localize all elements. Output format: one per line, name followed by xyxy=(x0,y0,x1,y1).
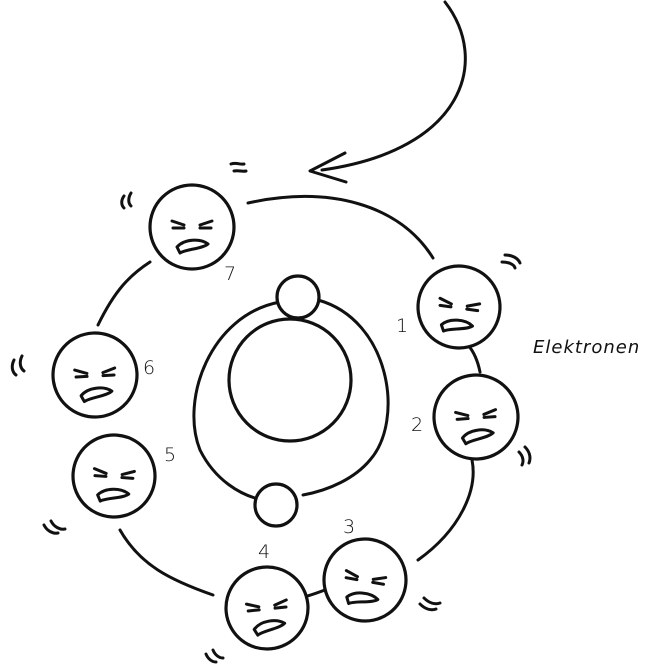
inner-electron-top xyxy=(275,274,321,320)
electron-face-outline xyxy=(432,373,520,461)
grimace-mouth xyxy=(460,428,495,446)
electron-number-7: 7 xyxy=(224,263,236,285)
inner-electron-bottom xyxy=(253,482,299,528)
grimace-mouth xyxy=(175,238,210,255)
electron-number-2: 2 xyxy=(411,414,423,436)
angry-eyes xyxy=(170,219,214,230)
electron-number-6: 6 xyxy=(143,357,155,379)
electron-face-outline xyxy=(51,331,139,419)
electron-face-1 xyxy=(416,264,502,350)
grimace-mouth xyxy=(345,591,380,606)
angry-eyes xyxy=(438,296,482,313)
electron-face-outline xyxy=(322,537,408,623)
electrons-label: Elektronen xyxy=(533,337,640,358)
electron-face-outline xyxy=(71,433,157,519)
arrow xyxy=(308,0,467,184)
nucleus xyxy=(227,317,353,443)
angry-eyes xyxy=(344,569,388,586)
angry-eyes xyxy=(244,598,288,613)
electron-face-outline xyxy=(148,183,236,271)
electron-face-3 xyxy=(322,537,408,623)
electron-number-3: 3 xyxy=(343,516,355,538)
electron-face-outline xyxy=(224,565,310,651)
angry-eyes xyxy=(92,467,136,480)
electron-faces xyxy=(51,183,520,651)
electron-number-4: 4 xyxy=(258,541,270,563)
electron-number-1: 1 xyxy=(396,315,408,337)
arrow-shaft xyxy=(320,0,467,172)
electron-number-5: 5 xyxy=(164,444,176,466)
grimace-mouth xyxy=(79,386,114,404)
grimace-mouth xyxy=(252,619,287,637)
electron-face-4 xyxy=(224,565,310,651)
electron-face-5 xyxy=(71,433,157,519)
angry-eyes xyxy=(73,366,117,379)
electron-face-2 xyxy=(432,373,520,461)
jitter-marks xyxy=(10,161,532,664)
grimace-mouth xyxy=(96,487,131,503)
electron-face-7 xyxy=(148,183,236,271)
electron-face-6 xyxy=(51,331,139,419)
electron-face-outline xyxy=(416,264,502,350)
angry-eyes xyxy=(454,408,498,421)
grimace-mouth xyxy=(439,318,474,333)
arrow-head xyxy=(308,151,348,184)
inner-shell xyxy=(192,274,390,528)
